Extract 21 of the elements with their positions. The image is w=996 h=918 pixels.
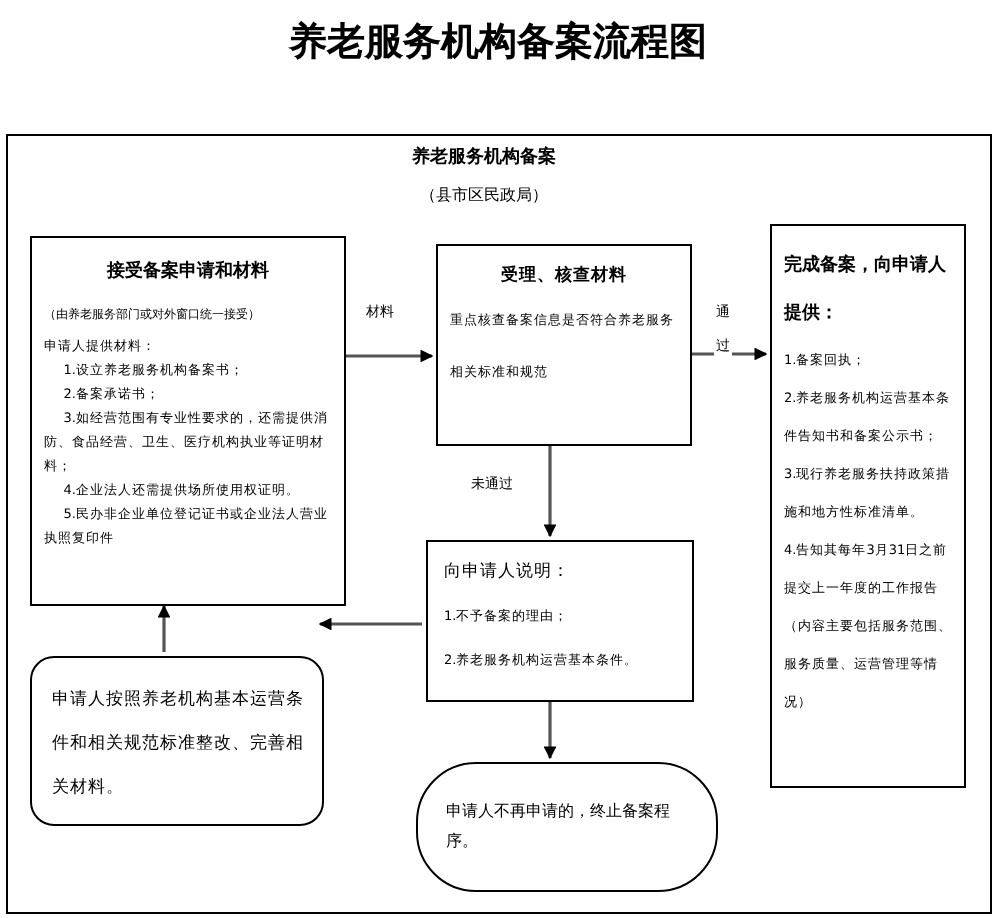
terminal-shape [416, 762, 718, 892]
process-box [436, 244, 692, 446]
frame-subheading: （县市区民政局） [420, 184, 550, 208]
box-text: 申请人不再申请的，终止备案程序。 [446, 800, 672, 854]
arrow [346, 349, 434, 363]
process-box [426, 540, 694, 702]
process-box [30, 236, 346, 606]
box-heading: 接受备案申请和材料 [105, 258, 271, 286]
arrow [543, 446, 557, 538]
rounded-box [30, 656, 324, 826]
box-heading: 受理、核查材料 [499, 263, 629, 290]
process-box [770, 224, 966, 788]
box-heading: 向申请人说明： [444, 560, 572, 586]
group-frame [6, 134, 992, 914]
arrow [318, 617, 422, 631]
arrow [543, 702, 557, 760]
box-heading: 完成备案，向申请人提供： [784, 252, 948, 328]
title: 养老服务机构备案流程图 [286, 18, 709, 68]
arrow [157, 604, 171, 652]
frame-heading: 养老服务机构备案 [412, 144, 558, 172]
box-text: 申请人按照养老机构基本运营条件和相关规范标准整改、完善相关材料。 [52, 687, 306, 802]
